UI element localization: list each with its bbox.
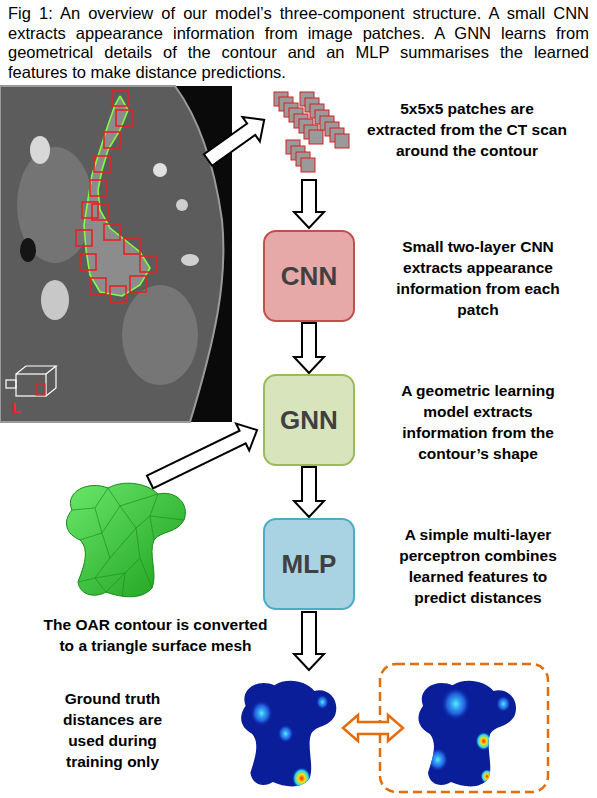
- heat-spot: [278, 724, 294, 743]
- patch-thumb: [301, 158, 315, 172]
- patch-stack: [274, 92, 349, 172]
- ct-scan: [0, 86, 232, 422]
- step-description: A geometric learning model extracts info…: [385, 380, 571, 464]
- ground-truth-heatmap: [418, 681, 516, 787]
- ct-vessel: [176, 199, 188, 211]
- patch-square: [130, 276, 146, 292]
- patch-square: [104, 132, 120, 148]
- heatmap-spots: [250, 695, 328, 790]
- heatmap-shape: [418, 681, 516, 787]
- box-label: GNN: [280, 405, 338, 436]
- patch-square: [116, 110, 132, 126]
- mesh-shape: [66, 483, 185, 597]
- heat-spot: [441, 687, 471, 720]
- ct-bone: [30, 136, 50, 164]
- patch-square: [76, 230, 92, 246]
- heat-spot: [480, 769, 493, 784]
- heat-spot: [316, 695, 329, 710]
- heatmap-shape: [241, 681, 336, 787]
- surface-mesh: [66, 483, 185, 598]
- patch-square: [80, 254, 96, 270]
- cube-marker: [36, 384, 45, 395]
- process-box: CNN: [263, 230, 355, 322]
- orientation-cube: [6, 366, 56, 396]
- heat-spot: [427, 748, 448, 772]
- box-label: CNN: [281, 261, 337, 292]
- patch-thumb: [309, 130, 323, 144]
- ground-truth-frame: [380, 664, 548, 792]
- comparison-arrow: [343, 715, 403, 741]
- cube-tab: [6, 380, 16, 388]
- cube-side: [46, 366, 56, 396]
- patch-square: [110, 286, 126, 302]
- ct-vessel: [181, 254, 199, 266]
- patch-square: [124, 238, 140, 254]
- heat-spot: [292, 767, 311, 789]
- step-description: 5x5x5 patches are extracted from the CT …: [365, 98, 569, 161]
- patch-squares: [76, 90, 156, 302]
- facet-line: [78, 573, 125, 598]
- step-description: A simple multi-layer perceptron combines…: [385, 524, 571, 608]
- block-arrow: [199, 108, 273, 172]
- mesh-facets: [72, 488, 184, 598]
- facet-line: [95, 506, 154, 540]
- ct-bone: [41, 280, 69, 320]
- process-box: MLP: [263, 518, 355, 610]
- patch-square: [140, 256, 156, 272]
- patch-square: [90, 278, 106, 294]
- process-box: GNN: [263, 374, 355, 466]
- heat-spot: [250, 700, 272, 726]
- block-arrow: [294, 467, 324, 517]
- box-label: MLP: [282, 549, 337, 580]
- heat-spot: [496, 696, 511, 713]
- facet-line: [95, 558, 140, 592]
- cube-top: [16, 366, 56, 374]
- ct-air: [20, 238, 36, 262]
- heat-spot: [476, 732, 492, 751]
- cube-face: [16, 374, 46, 396]
- predicted-heatmap: [241, 681, 336, 790]
- patch-square: [112, 90, 128, 106]
- ct-muscle: [122, 285, 198, 385]
- block-arrow: [294, 612, 324, 670]
- training-note: Ground truth distances are used during t…: [50, 688, 175, 772]
- mesh-description: The OAR contour is converted to a triang…: [38, 614, 273, 656]
- patch-square: [90, 180, 106, 196]
- ct-background: [0, 86, 232, 422]
- patch-square: [94, 156, 110, 172]
- patch-thumb: [335, 134, 349, 148]
- ct-vessel: [153, 163, 167, 177]
- facet-line: [72, 488, 184, 520]
- heatmap-spots: [427, 687, 511, 784]
- block-arrow: [143, 417, 263, 496]
- orientation-label: L: [12, 398, 32, 419]
- ct-tissue: [0, 86, 223, 422]
- patch-square: [82, 202, 98, 218]
- patch-square: [104, 224, 120, 240]
- block-arrow: [294, 180, 324, 228]
- figure-caption: Fig 1: An overview of our model’s three-…: [8, 4, 589, 82]
- step-description: Small two-layer CNN extracts appearance …: [385, 236, 571, 320]
- block-arrow: [294, 323, 324, 373]
